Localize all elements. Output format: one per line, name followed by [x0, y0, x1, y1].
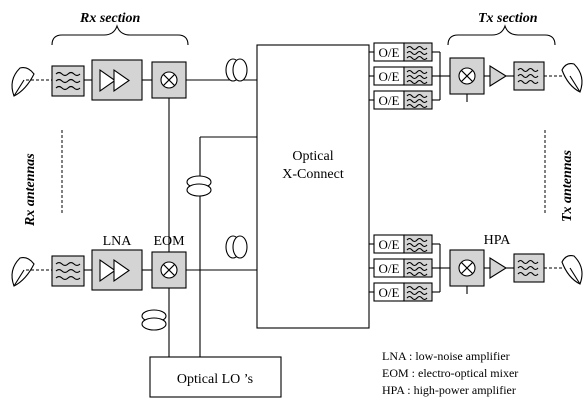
tx-chain-top: O/E O/E O/E [369, 42, 583, 110]
fiber-spool-icon [141, 317, 167, 331]
optical-lo-label: Optical LO ’s [177, 372, 253, 387]
rx-chain-top [11, 58, 257, 352]
filter-wave [406, 237, 428, 243]
filter-wave [406, 271, 428, 277]
oe-converter-label: O/E [379, 237, 400, 252]
rx-section-brace [51, 24, 189, 46]
filter-wave [517, 73, 539, 79]
oe-converter-label: O/E [379, 45, 400, 60]
filter-wave [406, 242, 428, 248]
filter-wave [406, 93, 428, 99]
amplifier-icon [99, 68, 116, 93]
filter-wave [406, 261, 428, 267]
oe-converter-label: O/E [379, 261, 400, 276]
filter-wave [406, 98, 428, 104]
amplifier-icon [99, 258, 116, 283]
eom-label: EOM [153, 234, 185, 249]
optical-cross-connect-box [256, 44, 370, 329]
filter-wave [406, 74, 428, 80]
filter-waves [55, 261, 81, 281]
fiber-spool-icon [232, 58, 248, 82]
antenna-icon [561, 255, 583, 285]
amplifier-icon [113, 258, 130, 283]
filter-wave [406, 45, 428, 51]
cross-connect-label-line1: Optical [292, 149, 333, 164]
feed-line [13, 79, 25, 97]
filter-wave [406, 69, 428, 75]
cross-connect-label-line2: X-Connect [282, 167, 344, 182]
filter-wave [406, 103, 428, 109]
rx-antennas-label: Rx antennas [23, 153, 38, 227]
optical-lo-box [149, 356, 282, 398]
hpa-label: HPA [484, 233, 512, 248]
filter-wave [517, 79, 539, 85]
tx-chain-bottom: O/E O/E O/E [369, 234, 583, 302]
amplifier-icon [489, 65, 508, 87]
rx-section-label: Rx section [79, 11, 140, 26]
filter-wave [406, 79, 428, 85]
filter-wave [406, 55, 428, 61]
filter-wave [517, 67, 539, 73]
tx-section-label: Tx section [478, 11, 538, 26]
filter-wave [517, 271, 539, 277]
legend-item-lna: LNA : low-noise amplifier [382, 349, 510, 363]
legend-item-hpa: HPA : high-power amplifier [382, 383, 516, 397]
fiber-spool-icon [186, 183, 212, 197]
filter-wave [517, 259, 539, 265]
tx-antennas-label: Tx antennas [560, 149, 575, 222]
filter-wave [406, 285, 428, 291]
filter-wave [406, 266, 428, 272]
tx-section-brace [447, 24, 556, 46]
fiber-spool-icon [232, 235, 248, 259]
filter-wave [406, 50, 428, 56]
antenna-icon [561, 63, 583, 93]
filter-wave [406, 295, 428, 301]
filter-wave [406, 247, 428, 253]
filter-waves [55, 71, 81, 91]
amplifier-icon [113, 68, 130, 93]
legend-item-eom: EOM : electro-optical mixer [382, 366, 518, 380]
oe-converter-label: O/E [379, 93, 400, 108]
filter-wave [406, 290, 428, 296]
bandpass-filter-icon [513, 61, 545, 91]
filter-wave [517, 265, 539, 271]
legend: LNA : low-noise amplifier EOM : electro-… [382, 349, 518, 397]
rx-chain-bottom: LNA EOM [11, 234, 257, 291]
oe-converter-label: O/E [379, 285, 400, 300]
oe-converter-label: O/E [379, 69, 400, 84]
lna-label: LNA [103, 234, 133, 249]
amplifier-icon [489, 257, 508, 279]
